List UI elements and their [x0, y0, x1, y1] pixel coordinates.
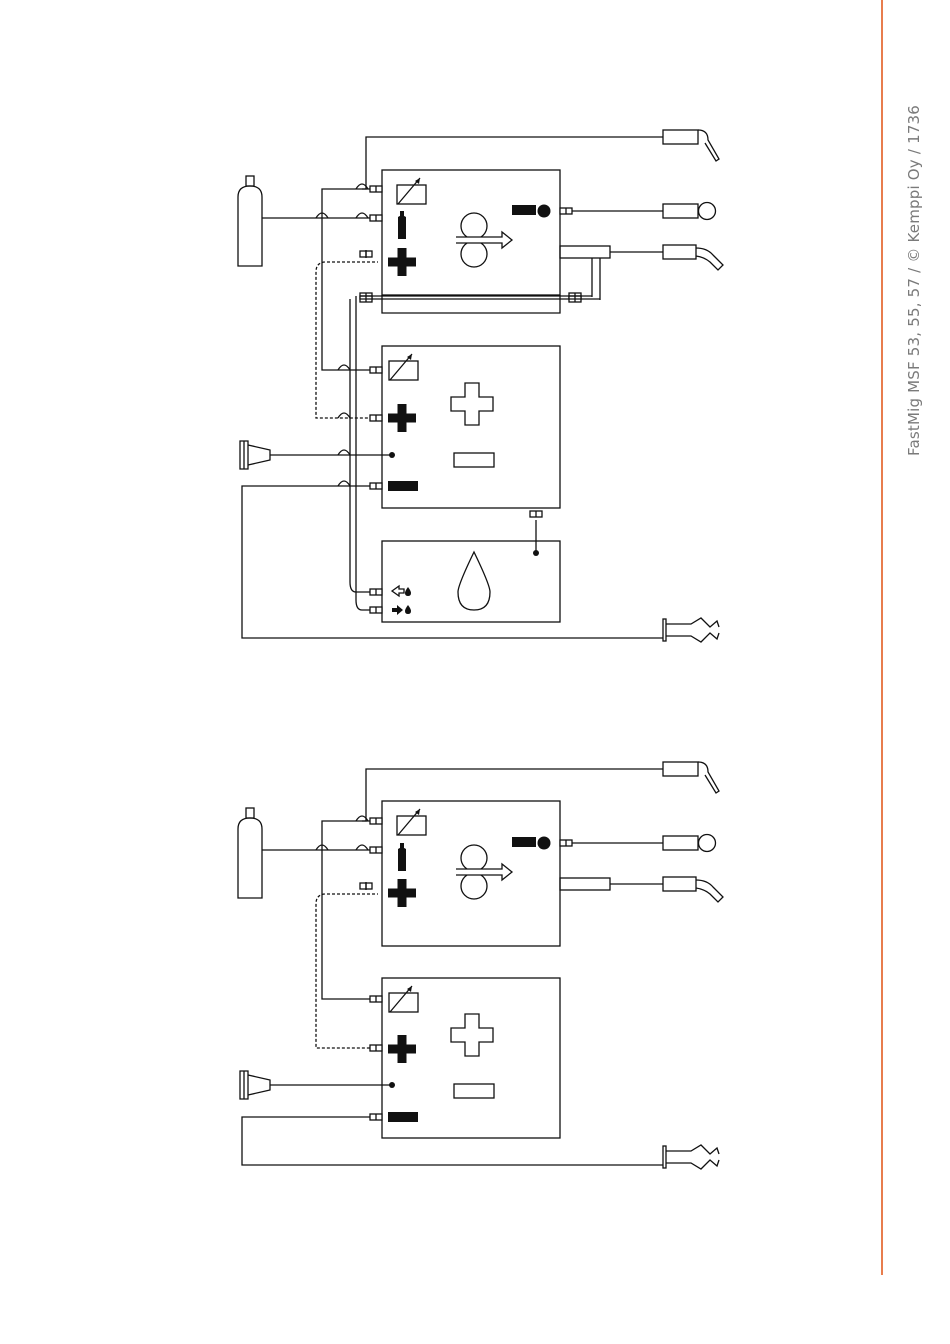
- remote-socket-icon: [538, 205, 551, 218]
- minus-icon: [388, 1112, 418, 1122]
- electrode-holder-icon: [663, 130, 719, 161]
- remote-socket-icon: [538, 837, 551, 850]
- earth-clamp-icon: [663, 618, 719, 642]
- remote-control-icon: [663, 835, 716, 852]
- diagram-without-cooling: [238, 762, 723, 1169]
- mig-torch-icon: [663, 877, 723, 902]
- electrode-holder-icon: [663, 762, 719, 793]
- diagram-with-cooling: [238, 130, 723, 642]
- mig-torch-icon: [663, 245, 723, 270]
- minus-icon: [388, 481, 418, 491]
- gas-cylinder-icon: [238, 176, 262, 266]
- gas-cylinder-icon: [238, 808, 262, 898]
- earth-clamp-icon: [663, 1145, 719, 1169]
- mains-plug-icon: [240, 441, 270, 469]
- remote-control-icon: [663, 203, 716, 220]
- mains-plug-icon: [240, 1071, 270, 1099]
